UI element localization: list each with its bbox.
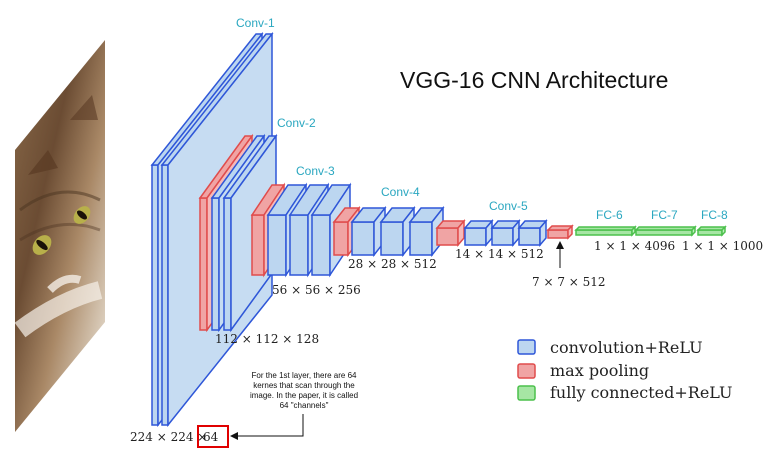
- annotation-line-3: image. In the paper, it is called: [250, 391, 358, 400]
- dim-label-224: 224 × 224 ×: [130, 430, 207, 444]
- legend-swatch-pool: [517, 363, 536, 379]
- stage-label-fc6: FC-6: [596, 208, 623, 222]
- stage-label-fc8: FC-8: [701, 208, 728, 222]
- conv2-block: [210, 133, 278, 333]
- dim-label-7: 7 × 7 × 512: [532, 275, 606, 289]
- legend-item-pool: max pooling: [517, 361, 649, 380]
- annotation-line-4: 64 "channels": [280, 401, 329, 410]
- annotation-line-2: kernes that scan through the: [253, 381, 355, 390]
- channels-highlight-box: [197, 425, 229, 448]
- dim-label-fc1000: 1 × 1 × 1000: [682, 239, 763, 253]
- stage-label-conv1: Conv-1: [236, 16, 275, 30]
- legend-label-conv: convolution+ReLU: [550, 338, 703, 357]
- legend-item-fc: fully connected+ReLU: [517, 383, 733, 402]
- conv4-block: [350, 205, 445, 258]
- legend-swatch-fc: [517, 385, 536, 401]
- pool4-block: [435, 218, 466, 248]
- cat-eye-icon: [32, 235, 52, 255]
- stage-label-conv2: Conv-2: [277, 116, 316, 130]
- annotation-line-1: For the 1st layer, there are 64: [252, 371, 357, 380]
- stage-label-conv3: Conv-3: [296, 164, 335, 178]
- pool5-block: [546, 224, 574, 240]
- fc8-block: [696, 225, 727, 237]
- legend-label-fc: fully connected+ReLU: [550, 383, 733, 402]
- legend: convolution+ReLU max pooling fully conne…: [517, 338, 733, 402]
- diagram-title: VGG-16 CNN Architecture: [400, 67, 668, 93]
- input-image: [14, 40, 105, 432]
- fc6-block: [574, 225, 637, 237]
- dim-label-112: 112 × 112 × 128: [215, 332, 319, 346]
- annotation-pointer-arrow: [230, 414, 304, 440]
- dim-label-56: 56 × 56 × 256: [272, 283, 361, 297]
- cat-eye-icon: [73, 206, 91, 224]
- fc7-block: [634, 225, 697, 237]
- stage-label-fc7: FC-7: [651, 208, 678, 222]
- dim-label-224-channels: 64: [203, 430, 219, 444]
- legend-swatch-conv: [517, 339, 536, 355]
- stage-label-conv5: Conv-5: [489, 199, 528, 213]
- legend-label-pool: max pooling: [550, 361, 649, 380]
- conv5-block: [463, 218, 548, 248]
- dim-label-28: 28 × 28 × 512: [348, 257, 437, 271]
- dim-label-14: 14 × 14 × 512: [455, 247, 544, 261]
- stage-label-conv4: Conv-4: [381, 185, 420, 199]
- dim-label-fc4096: 1 × 1 × 4096: [594, 239, 675, 253]
- legend-item-conv: convolution+ReLU: [517, 338, 703, 357]
